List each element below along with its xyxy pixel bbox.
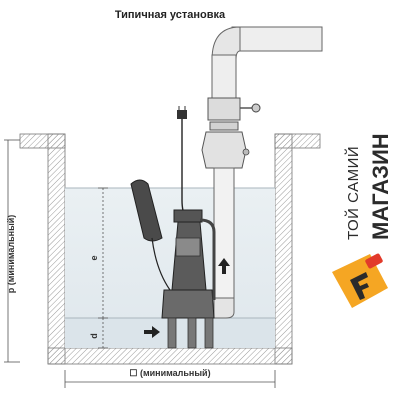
flow-up-arrow-icon — [218, 258, 230, 274]
brand-watermark: ТОЙ САМИЙ МАГАЗИН — [332, 133, 393, 308]
brand-line1: ТОЙ САМИЙ — [344, 146, 362, 240]
diagram-title: Типичная установка — [114, 9, 226, 21]
cable-plug-icon — [177, 110, 187, 119]
inflow-arrow-icon — [144, 326, 160, 338]
discharge-pipe — [201, 26, 323, 319]
dimension-lines — [4, 139, 276, 388]
valve-handle-icon — [251, 103, 261, 113]
dim-label-e: e — [89, 255, 99, 260]
brand-logo-icon — [332, 253, 388, 308]
dim-label-p: p (минимальный) — [6, 215, 16, 294]
dim-label-width: ☐ (минимальный) — [129, 368, 210, 378]
dim-label-d: d — [89, 333, 99, 339]
float-switch — [130, 179, 171, 291]
submersible-pump — [161, 209, 216, 349]
brand-line2: МАГАЗИН — [368, 133, 393, 240]
